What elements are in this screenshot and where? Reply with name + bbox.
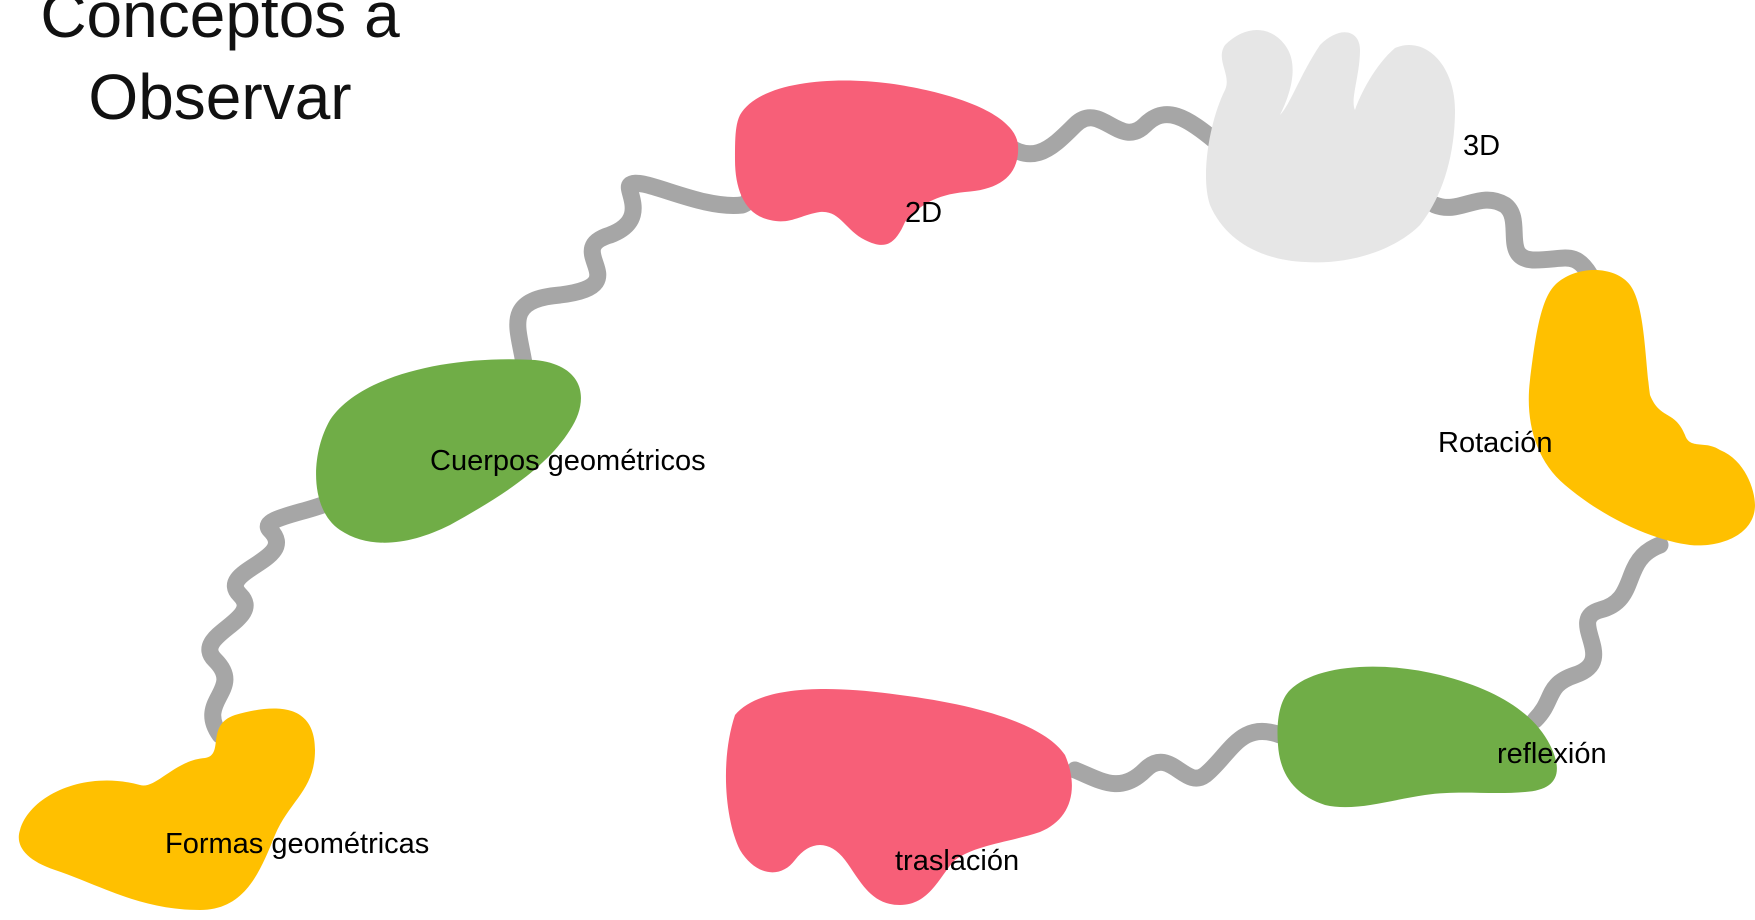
node-label-2d: 2D [905, 197, 942, 229]
node-traslacion[interactable]: traslación [725, 689, 1072, 905]
node-label-reflexion: reflexión [1497, 738, 1607, 770]
node-label-formas: Formas geométricas [165, 828, 429, 860]
node-shape-rotacion [1528, 270, 1755, 546]
node-rotacion[interactable]: Rotación [1438, 270, 1755, 546]
connector-rotacion-reflexion [1526, 536, 1669, 729]
node-reflexion[interactable]: reflexión [1277, 666, 1607, 808]
connector-cuerpos-2d [509, 151, 769, 379]
connector-formas-cuerpos [201, 481, 354, 744]
node-2d[interactable]: 2D [735, 80, 1019, 245]
connector-2d-3d [986, 106, 1229, 163]
title-line-1: Conceptos a [40, 0, 400, 51]
connector-3d-rotacion [1426, 191, 1599, 284]
title-line-2: Observar [88, 61, 352, 133]
node-label-cuerpos: Cuerpos geométricos [430, 445, 706, 477]
node-shape-3d [1205, 30, 1455, 263]
connectors [201, 106, 1669, 793]
node-3d[interactable]: 3D [1205, 30, 1500, 263]
concept-nodes: Formas geométricas Cuerpos geométricos 2… [18, 30, 1755, 910]
node-label-3d: 3D [1463, 130, 1500, 162]
node-cuerpos-geometricos[interactable]: Cuerpos geométricos [316, 359, 706, 543]
node-label-rotacion: Rotación [1438, 427, 1552, 459]
node-formas-geometricas[interactable]: Formas geométricas [18, 708, 430, 910]
node-shape-reflexion [1277, 666, 1557, 808]
node-shape-formas [18, 708, 316, 910]
node-shape-traslacion [725, 689, 1072, 905]
page-title: Conceptos a Observar [0, 0, 440, 138]
node-label-traslacion: traslación [895, 845, 1019, 877]
connector-reflexion-traslacion [1066, 722, 1289, 793]
node-shape-2d [735, 80, 1019, 245]
node-shape-cuerpos [316, 359, 581, 543]
